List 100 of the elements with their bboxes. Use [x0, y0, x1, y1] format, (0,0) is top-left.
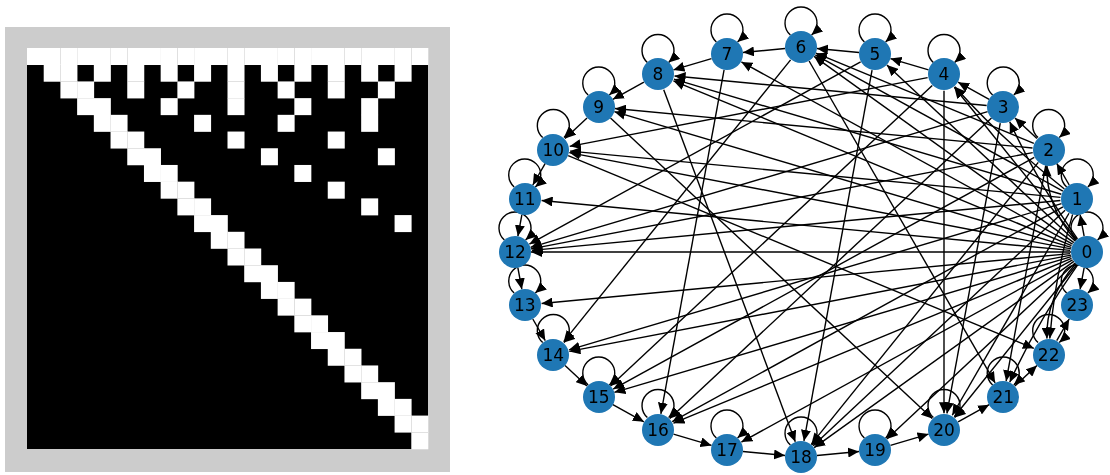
- arrow: [1014, 117, 1038, 140]
- arrow: [563, 59, 792, 343]
- self-loop-arrow: [582, 66, 621, 96]
- arrow: [801, 69, 873, 442]
- self-loop-arrow: [508, 264, 547, 294]
- arrow: [569, 147, 1062, 199]
- self-loop-arrow: [1060, 264, 1100, 294]
- graph-node: 12: [499, 236, 531, 268]
- graph-node: 9: [582, 91, 615, 124]
- arrow: [1077, 267, 1088, 290]
- arrow: [813, 55, 1075, 244]
- arrow: [672, 433, 713, 448]
- arrow: [951, 212, 1070, 416]
- graph-node: 23: [1061, 289, 1094, 322]
- self-loop-arrow: [858, 409, 897, 439]
- self-loop-arrow: [1060, 158, 1100, 188]
- arrow: [514, 214, 525, 237]
- graph-node: 13: [508, 289, 541, 322]
- arrow: [514, 267, 525, 290]
- arrow: [613, 110, 1073, 249]
- self-loop-arrow: [710, 13, 749, 43]
- graph-node: 15: [582, 380, 615, 413]
- arrow: [532, 318, 546, 342]
- arrow: [532, 162, 546, 186]
- self-loop-arrow: [498, 211, 537, 241]
- arrow: [953, 86, 1078, 240]
- graph-node: 4: [928, 58, 960, 91]
- arrow: [742, 449, 786, 460]
- arrow: [564, 117, 588, 140]
- self-loop-arrow: [710, 409, 749, 439]
- self-loop-arrow: [986, 66, 1026, 96]
- arrow: [669, 117, 993, 420]
- arrow: [1014, 364, 1038, 387]
- arrow: [1041, 164, 1077, 242]
- arrow: [671, 206, 1064, 423]
- graph-node: 10: [537, 133, 570, 166]
- arrow: [808, 60, 996, 384]
- arrow: [815, 52, 1035, 145]
- arrow: [529, 111, 989, 249]
- arrow: [1077, 214, 1088, 237]
- arrow: [673, 72, 988, 107]
- arrow: [944, 122, 1001, 415]
- arrow: [568, 202, 1063, 352]
- arrow: [810, 161, 1039, 445]
- arrow: [957, 404, 990, 423]
- arrow: [568, 254, 1072, 355]
- self-loop-arrow: [858, 13, 897, 43]
- arrow: [813, 260, 1075, 449]
- arrow: [1009, 264, 1079, 383]
- arrow: [814, 54, 1064, 192]
- self-loop-arrow: [927, 33, 966, 64]
- self-loop-arrow: [927, 388, 966, 419]
- arrow: [1041, 262, 1077, 340]
- graph-node: 18: [785, 441, 817, 473]
- graph-node: 14: [537, 338, 570, 371]
- arrow: [1045, 213, 1074, 340]
- arrow: [569, 76, 929, 150]
- arrow: [889, 432, 930, 447]
- graph-node: 19: [859, 434, 891, 466]
- graph-node: 20: [928, 413, 960, 446]
- arrow: [953, 264, 1078, 418]
- graph-node: 11: [508, 182, 541, 215]
- arrow: [1003, 164, 1047, 382]
- arrow: [740, 61, 1074, 245]
- self-loop-arrow: [536, 313, 576, 344]
- graph-node: 21: [987, 380, 1020, 413]
- arrow: [528, 61, 862, 245]
- graph-node: 6: [785, 31, 817, 63]
- graph-node: 8: [642, 58, 674, 91]
- graph-node: 5: [859, 38, 891, 70]
- arrow: [609, 84, 933, 387]
- self-loop-arrow: [508, 158, 547, 188]
- arrow: [612, 81, 645, 100]
- arrow: [740, 259, 1074, 443]
- self-loop-arrow: [641, 33, 680, 64]
- arrow: [614, 104, 1034, 149]
- arrow: [663, 89, 797, 443]
- arrow: [816, 447, 860, 458]
- arrow: [657, 69, 725, 415]
- graph-node: 0: [1071, 236, 1103, 268]
- arrow: [672, 57, 713, 72]
- arrow: [672, 257, 1073, 424]
- self-loop-arrow: [641, 388, 680, 419]
- arrow: [672, 80, 1073, 247]
- arrow: [1009, 121, 1079, 240]
- arrow: [1056, 162, 1070, 186]
- arrow: [530, 151, 1034, 252]
- self-loop-arrow: [986, 356, 1026, 386]
- arrow: [613, 255, 1073, 394]
- self-loop-arrow: [784, 6, 823, 36]
- arrow: [954, 86, 1066, 190]
- graph-node: 17: [710, 434, 743, 466]
- self-loop-arrow: [1070, 211, 1109, 241]
- arrow: [742, 46, 786, 57]
- arrow: [1056, 318, 1070, 342]
- arrow: [812, 209, 1066, 447]
- arrow: [957, 81, 990, 100]
- arrow: [609, 117, 933, 420]
- arrow: [939, 90, 949, 414]
- arrow: [564, 364, 588, 387]
